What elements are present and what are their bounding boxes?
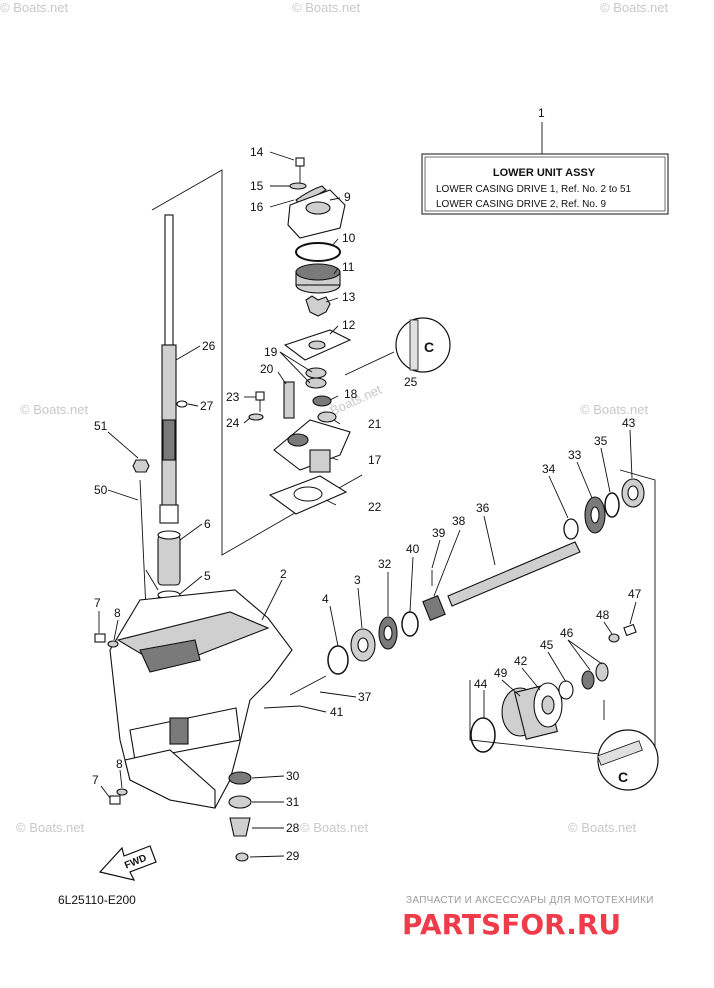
watermark: © Boats.net	[580, 402, 649, 417]
part-label-35: 35	[594, 434, 608, 448]
part-label-32: 32	[378, 557, 392, 571]
part-number-labels: 14 15 16 9 10 11 13 12 19 20 23 24 18 25…	[92, 145, 642, 863]
part-label-51: 51	[94, 419, 108, 433]
part-label-37: 37	[358, 690, 372, 704]
part-label-45: 45	[540, 638, 554, 652]
shift-plunger	[263, 675, 327, 709]
forward-gear-stack	[327, 611, 419, 675]
brand-tagline: ЗАПЧАСТИ И АКСЕССУАРЫ ДЛЯ МОТОТЕХНИКИ	[406, 895, 654, 906]
part-label-41: 41	[330, 705, 344, 719]
part-label-12: 12	[342, 318, 356, 332]
part-label-6: 6	[204, 517, 211, 531]
watermark: © Boats.net	[16, 820, 85, 835]
bushing-and-bearing	[157, 530, 181, 614]
part-label-23: 23	[226, 390, 240, 404]
part-label-5: 5	[204, 569, 211, 583]
watermark: © Boats.net	[600, 0, 669, 15]
part-label-19: 19	[264, 345, 278, 359]
pinion-stack	[228, 771, 252, 862]
brand-logo: PARTSFOR.RU	[402, 908, 621, 941]
part-label-47: 47	[628, 587, 642, 601]
part-label-46: 46	[560, 626, 574, 640]
part-label-2: 2	[280, 567, 287, 581]
bearing-housing	[470, 623, 637, 753]
part-label-49: 49	[494, 666, 508, 680]
assembly-title: LOWER UNIT ASSY	[493, 167, 596, 179]
part-label-17: 17	[368, 453, 382, 467]
part-label-7-upper: 7	[94, 596, 101, 610]
part-label-33: 33	[568, 448, 582, 462]
watermark: © Boats.net	[20, 402, 89, 417]
part-label-4: 4	[322, 592, 329, 606]
part-label-18: 18	[344, 387, 358, 401]
part-label-34: 34	[542, 462, 556, 476]
part-label-36: 36	[476, 501, 490, 515]
part-label-7-lower: 7	[92, 773, 99, 787]
part-label-24: 24	[226, 416, 240, 430]
part-label-26: 26	[202, 339, 216, 353]
forward-arrow: FWD	[98, 845, 157, 881]
assembly-line-1: LOWER CASING DRIVE 1, Ref. No. 2 to 51	[436, 184, 632, 195]
part-label-27: 27	[200, 399, 214, 413]
brand-block: ЗАПЧАСТИ И АКСЕССУАРЫ ДЛЯ МОТОТЕХНИКИ PA…	[402, 895, 654, 941]
part-label-22: 22	[368, 500, 382, 514]
part-label-44: 44	[474, 677, 488, 691]
diagram-code: 6L25110-E200	[58, 893, 136, 907]
part-label-15: 15	[250, 179, 264, 193]
part-label-30: 30	[286, 769, 300, 783]
leader-lines	[98, 151, 637, 858]
watermark: © Boats.net	[292, 0, 361, 15]
watermark: © Boats.net	[300, 820, 369, 835]
part-label-10: 10	[342, 231, 356, 245]
part-label-50: 50	[94, 483, 108, 497]
part-label-38: 38	[452, 514, 466, 528]
part-label-14: 14	[250, 145, 264, 159]
part-label-28: 28	[286, 821, 300, 835]
drive-shaft	[159, 214, 179, 524]
part-label-8-lower: 8	[116, 757, 123, 771]
part-label-16: 16	[250, 200, 264, 214]
part-label-39: 39	[432, 526, 446, 540]
reverse-gear-stack	[563, 478, 645, 540]
watermark: © Boats.net	[568, 820, 637, 835]
bolts	[94, 633, 128, 805]
part-label-48: 48	[596, 608, 610, 622]
part-label-31: 31	[286, 795, 300, 809]
part-label-20: 20	[260, 362, 274, 376]
ref-number-1: 1	[538, 106, 545, 120]
part-label-43: 43	[622, 416, 636, 430]
part-label-8-upper: 8	[114, 606, 121, 620]
part-label-42: 42	[514, 654, 528, 668]
assembly-line-2: LOWER CASING DRIVE 2, Ref. No. 9	[436, 199, 606, 210]
part-label-25: 25	[404, 375, 418, 389]
part-label-40: 40	[406, 542, 420, 556]
svg-text:C: C	[618, 769, 628, 785]
lower-casing	[109, 589, 293, 809]
part-label-21: 21	[368, 417, 382, 431]
propeller-shaft	[422, 541, 581, 621]
svg-text:C: C	[424, 339, 434, 355]
assembly-box: 1 LOWER UNIT ASSY LOWER CASING DRIVE 1, …	[421, 106, 669, 215]
part-label-9: 9	[344, 190, 351, 204]
detail-circle-upper: C	[395, 317, 451, 373]
part-label-11: 11	[342, 260, 355, 274]
part-label-29: 29	[286, 849, 300, 863]
water-pump	[176, 157, 395, 515]
detail-circle-lower: C	[597, 729, 659, 791]
part-label-3: 3	[354, 573, 361, 587]
watermark: © Boats.net	[0, 0, 69, 15]
part-label-13: 13	[342, 290, 356, 304]
